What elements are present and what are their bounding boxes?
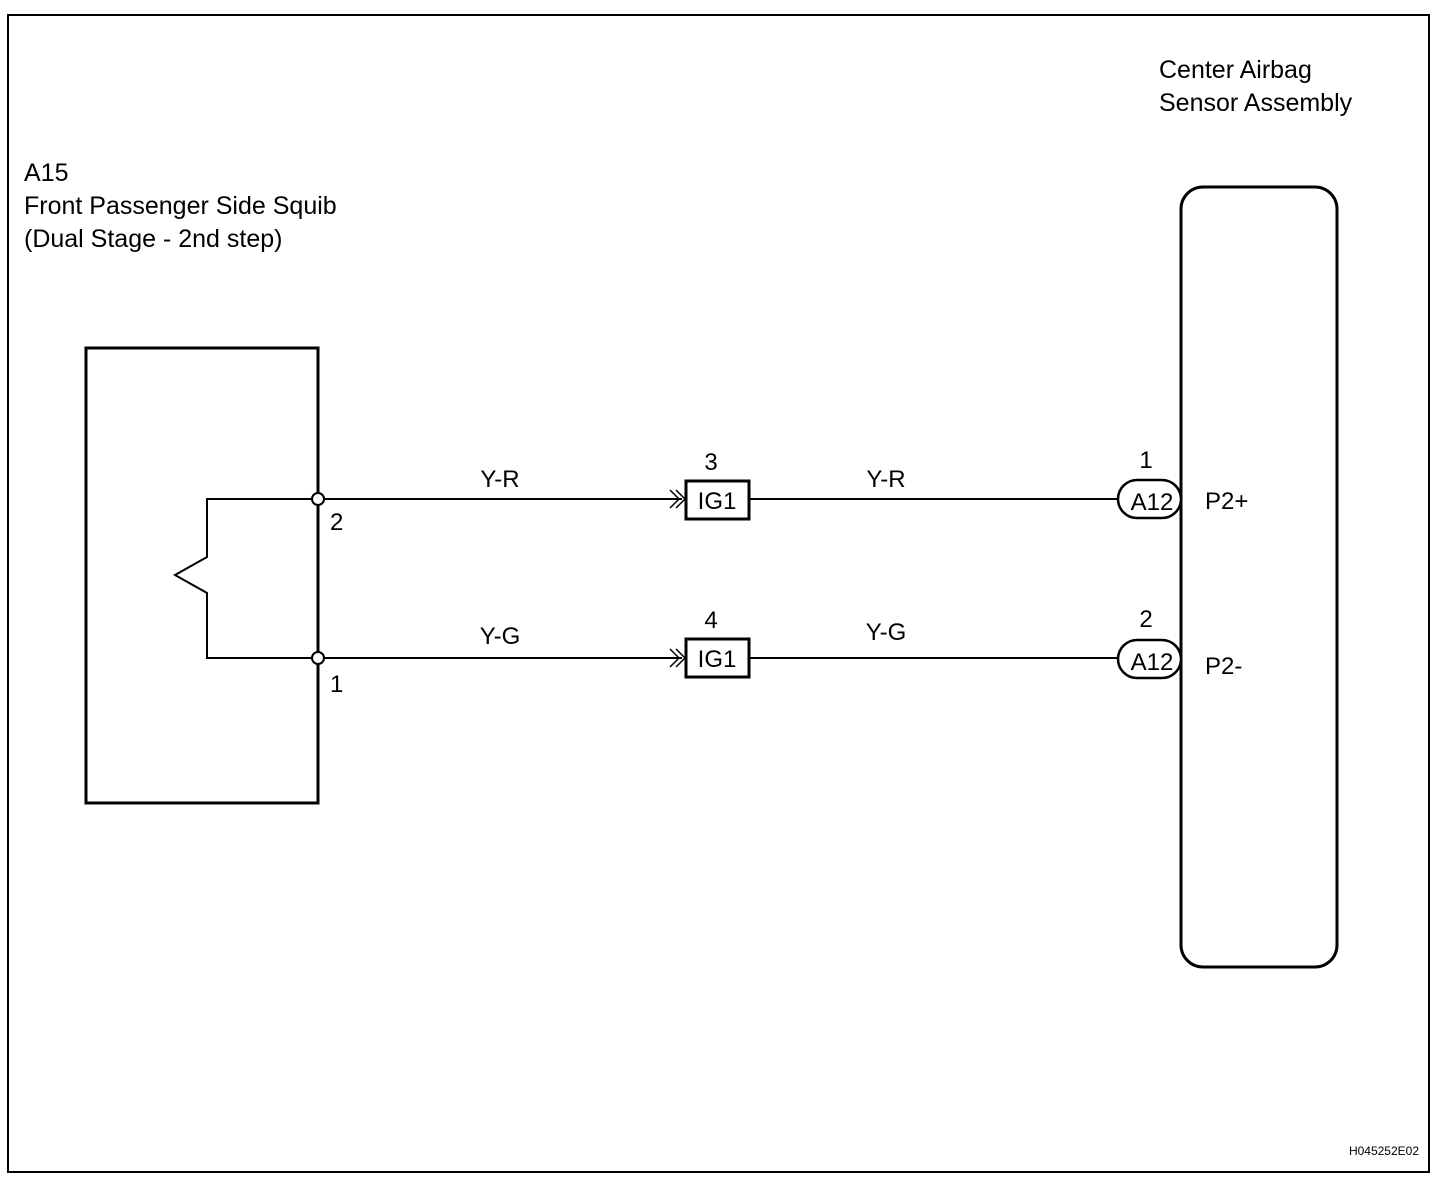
junction-top-pin-number: 3	[704, 449, 717, 476]
wire-top: Y-R IG1 3 Y-R	[324, 449, 1118, 521]
diagram-frame	[7, 14, 1430, 1173]
sensor-bottom-connector: A12	[1131, 649, 1174, 676]
squib-code-label: A15	[24, 159, 68, 187]
squib-igniter-element	[172, 498, 318, 659]
sensor-name-line2: Sensor Assembly	[1159, 89, 1353, 117]
figure-id: H045252E02	[1349, 1144, 1419, 1158]
junction-top-connector: IG1	[698, 488, 737, 515]
squib-name-label: Front Passenger Side Squib	[24, 192, 337, 220]
junction-bottom-male-arrow-outer	[669, 648, 681, 668]
wire-bottom-right-color: Y-G	[866, 619, 906, 646]
sensor-component: Center Airbag Sensor Assembly A12 1 P2+ …	[1116, 56, 1353, 969]
wire-bottom-left-color: Y-G	[480, 623, 520, 650]
sensor-bottom-pin-number: 2	[1139, 606, 1152, 633]
sensor-top-connector: A12	[1131, 489, 1174, 516]
sensor-bottom-connector-oval	[1116, 638, 1183, 680]
sensor-body	[1179, 185, 1339, 969]
squib-component: A15 Front Passenger Side Squib (Dual Sta…	[24, 159, 343, 805]
sensor-terminal-p2-minus: P2-	[1205, 653, 1242, 680]
squib-pin-1-label: 1	[330, 671, 343, 698]
squib-pin-1-terminal	[311, 651, 325, 665]
sensor-name-line1: Center Airbag	[1159, 56, 1312, 84]
squib-pin-2-terminal	[311, 492, 325, 506]
sensor-top-connector-oval	[1116, 478, 1183, 520]
wire-top-left-color: Y-R	[480, 466, 519, 493]
sensor-terminal-p2-plus: P2+	[1205, 488, 1248, 515]
junction-bottom-connector: IG1	[698, 646, 737, 673]
squib-stage-label: (Dual Stage - 2nd step)	[24, 225, 282, 253]
wire-bottom: Y-G IG1 4 Y-G	[324, 607, 1118, 679]
squib-body	[84, 346, 320, 805]
sensor-top-pin-number: 1	[1139, 447, 1152, 474]
junction-top-connector-box	[684, 479, 751, 521]
wire-top-right-color: Y-R	[866, 466, 905, 493]
junction-bottom-pin-number: 4	[704, 607, 717, 634]
squib-pin-2-label: 2	[330, 509, 343, 536]
junction-top-male-arrow-outer	[669, 489, 681, 509]
